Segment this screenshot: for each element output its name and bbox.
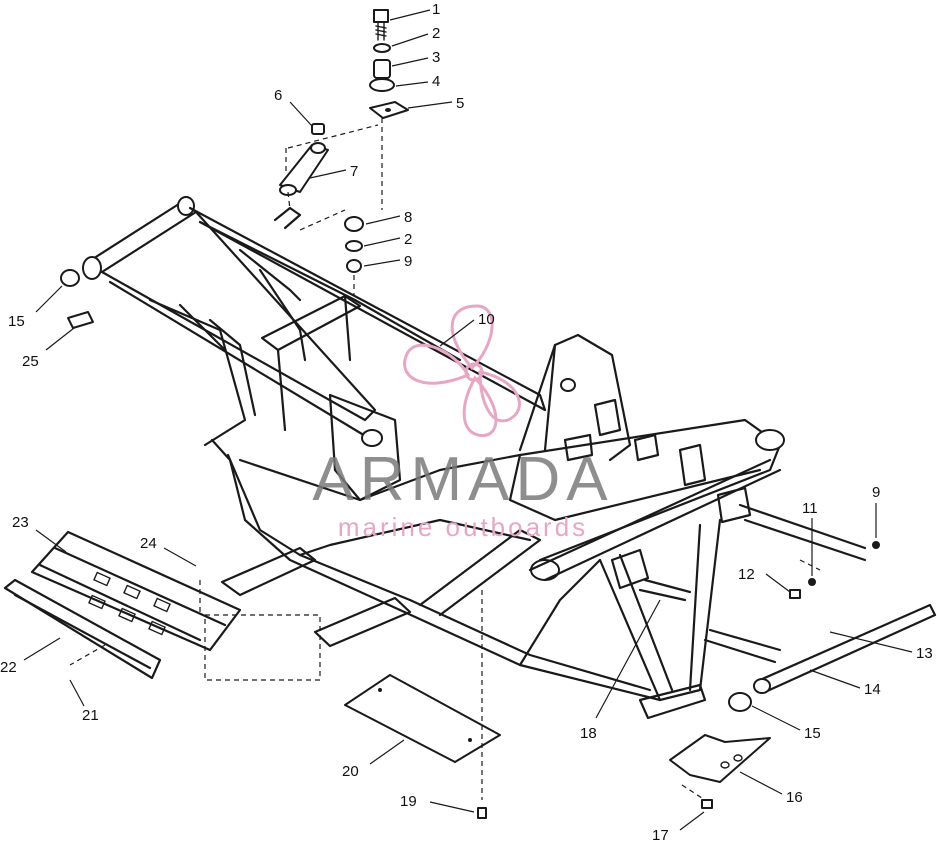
callout-21: 21	[82, 707, 99, 724]
callout-25: 25	[22, 353, 39, 370]
callout-23: 23	[12, 514, 29, 531]
callout-11: 11	[802, 500, 818, 517]
callout-17: 17	[652, 827, 669, 843]
callout-5: 5	[456, 95, 464, 112]
callout-12: 12	[738, 566, 755, 583]
armada-watermark: ARMADA marine outboards	[312, 304, 613, 542]
assembly-guides	[69, 580, 321, 681]
callout-9: 9	[404, 253, 412, 270]
callout-24: 24	[140, 535, 157, 552]
callout-16: 16	[786, 789, 803, 806]
callout-20: 20	[342, 763, 359, 780]
logo-blade-4	[478, 370, 521, 423]
callout-15b: 15	[804, 725, 821, 742]
logo-blade-3	[462, 375, 498, 437]
callout-22: 22	[0, 659, 17, 676]
logo-blade-1	[450, 304, 494, 371]
callout-4: 4	[432, 73, 440, 90]
left-small-parts	[60, 269, 94, 329]
callout-leaders	[23, 9, 913, 831]
propeller-logo-icon	[403, 304, 521, 437]
callout-2b: 2	[404, 231, 412, 248]
callout-7: 7	[350, 163, 358, 180]
callout-8: 8	[404, 209, 412, 226]
callout-10: 10	[478, 311, 495, 328]
callout-13: 13	[916, 645, 933, 662]
callout-2: 2	[432, 25, 440, 42]
callout-19: 19	[400, 793, 417, 810]
watermark-subtitle: marine outboards	[338, 512, 588, 542]
callout-15: 15	[8, 313, 25, 330]
callout-3: 3	[432, 49, 440, 66]
callout-6: 6	[274, 87, 282, 104]
callout-9b: 9	[872, 484, 880, 501]
watermark-title: ARMADA	[312, 445, 613, 514]
logo-blade-2	[403, 343, 471, 385]
washer-stack	[344, 216, 364, 295]
bracket-assembly	[273, 123, 379, 231]
top-mount-stack	[369, 9, 409, 210]
floor-plate	[344, 590, 501, 819]
callout-18: 18	[580, 725, 597, 742]
logo-hub	[464, 362, 484, 382]
right-shaft-parts	[638, 503, 937, 809]
callout-14: 14	[864, 681, 881, 698]
callout-1: 1	[432, 1, 440, 18]
main-frame	[82, 196, 785, 720]
